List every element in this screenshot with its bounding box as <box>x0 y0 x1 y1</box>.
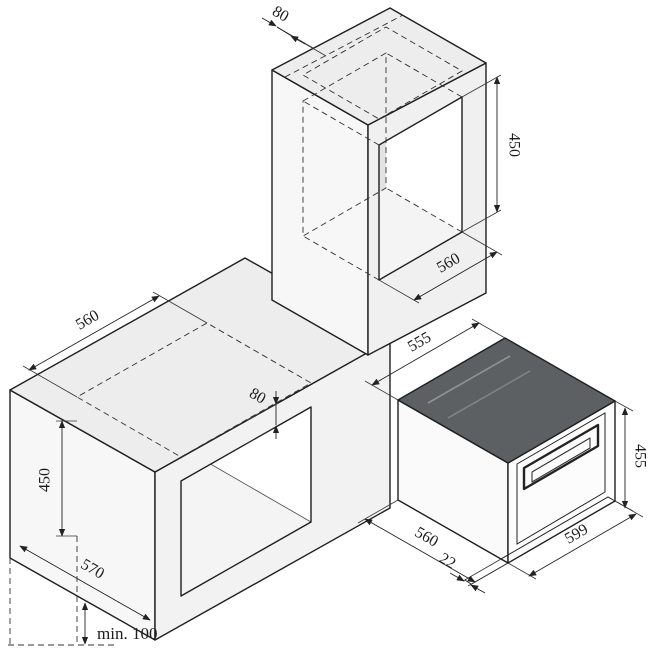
dim-lower-vent-gap: 80 <box>245 385 280 445</box>
hidden-edge-dashed <box>385 52 463 98</box>
dim-upper-vent-gap: 80 <box>261 3 327 57</box>
upper-cabinet-top-face <box>271 7 487 126</box>
label-bottom-clearance: min. 100 <box>97 624 157 643</box>
label-oven-height: 455 <box>631 444 648 468</box>
oven-handle-inner <box>531 437 591 483</box>
label-lower-vent-gap: 80 <box>246 385 268 408</box>
oven-top-highlight <box>447 370 531 419</box>
label-door-overhang: 22 <box>436 550 458 573</box>
dim-oven-height: 455 <box>614 400 648 512</box>
upper-cabinet <box>271 7 487 356</box>
dim-lower-niche-height: 450 <box>37 420 77 537</box>
dim-upper-niche-height: 450 <box>461 74 522 233</box>
hidden-edge-dashed <box>385 187 463 233</box>
vent-gap-line-dashed <box>284 14 404 78</box>
hidden-edge-dashed <box>302 100 380 146</box>
label-lower-niche-height: 450 <box>37 468 54 492</box>
label-oven-depth: 560 <box>412 524 441 551</box>
upper-niche-back-dashed <box>302 52 387 237</box>
oven-handle <box>522 423 600 491</box>
label-upper-vent-gap: 80 <box>269 3 291 26</box>
label-upper-niche-height: 450 <box>505 133 522 157</box>
dim-door-overhang: 22 <box>436 550 509 594</box>
hidden-edge-dashed <box>302 235 380 281</box>
oven-door-outline <box>516 412 606 545</box>
label-lower-niche-width: 560 <box>73 307 102 334</box>
dim-bottom-clearance: min. 100 <box>81 602 157 645</box>
upper-niche-footprint-dashed <box>302 26 463 120</box>
